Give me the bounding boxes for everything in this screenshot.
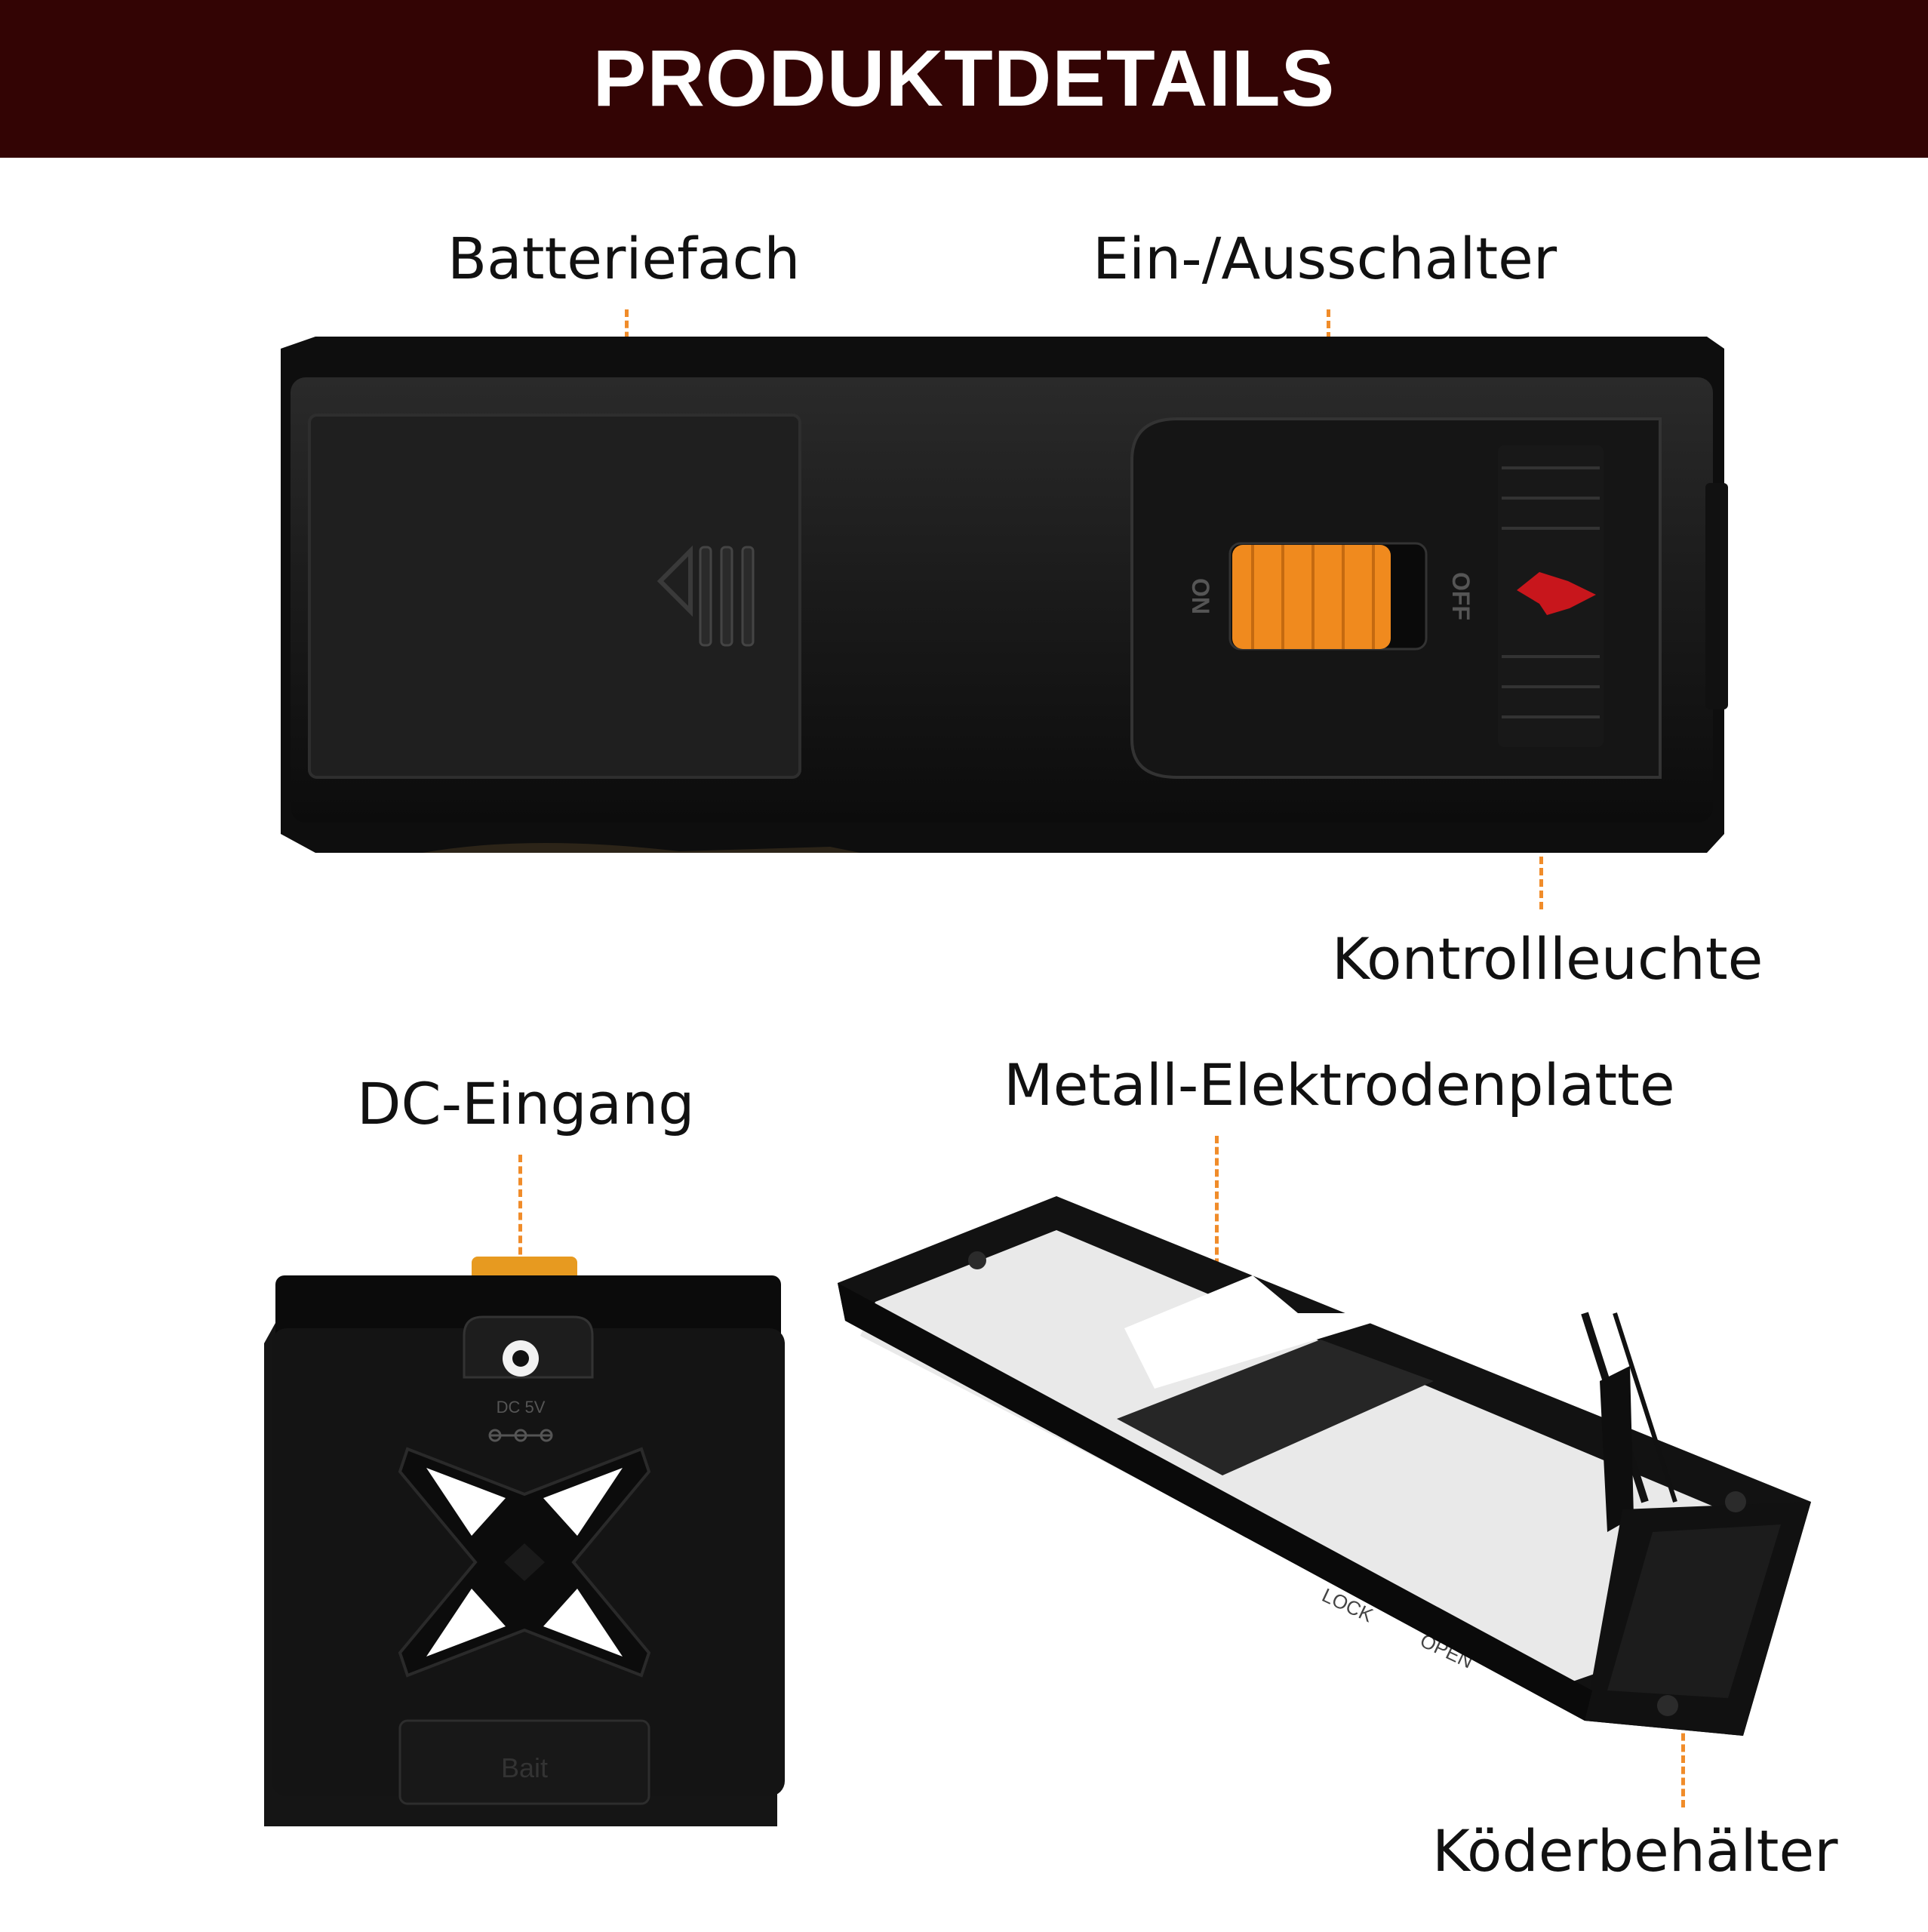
switch-off-mark: OFF bbox=[1447, 572, 1474, 620]
trap-top-view: ON OFF bbox=[281, 337, 1728, 853]
label-power-switch: Ein-/Ausschalter bbox=[1093, 225, 1557, 292]
trap-end-view: DC 5V Bait bbox=[264, 1257, 785, 1826]
lightning-icon bbox=[1517, 572, 1596, 615]
bait-lid-mark: Bait bbox=[501, 1752, 548, 1783]
label-dc-input: DC-Eingang bbox=[357, 1070, 695, 1137]
leader-dc-input bbox=[518, 1155, 522, 1347]
x-vent-icon bbox=[398, 1447, 651, 1678]
metal-electrode-plate bbox=[1117, 1340, 1434, 1475]
label-battery-compartment: Batteriefach bbox=[447, 225, 801, 292]
label-bait-container: Köderbehälter bbox=[1432, 1817, 1838, 1884]
trap-open-tray: LOCK OPEN bbox=[838, 1196, 1811, 1736]
dc-rating-mark: DC 5V bbox=[497, 1398, 546, 1417]
label-metal-plate: Metall-Elektrodenplatte bbox=[1004, 1051, 1675, 1118]
page-title: PRODUKTDETAILS bbox=[592, 34, 1336, 123]
leader-metal-plate bbox=[1215, 1136, 1219, 1377]
label-indicator-light: Kontrollleuchte bbox=[1332, 925, 1763, 992]
banner: PRODUKTDETAILS bbox=[0, 0, 1928, 158]
switch-on-mark: ON bbox=[1187, 578, 1214, 614]
